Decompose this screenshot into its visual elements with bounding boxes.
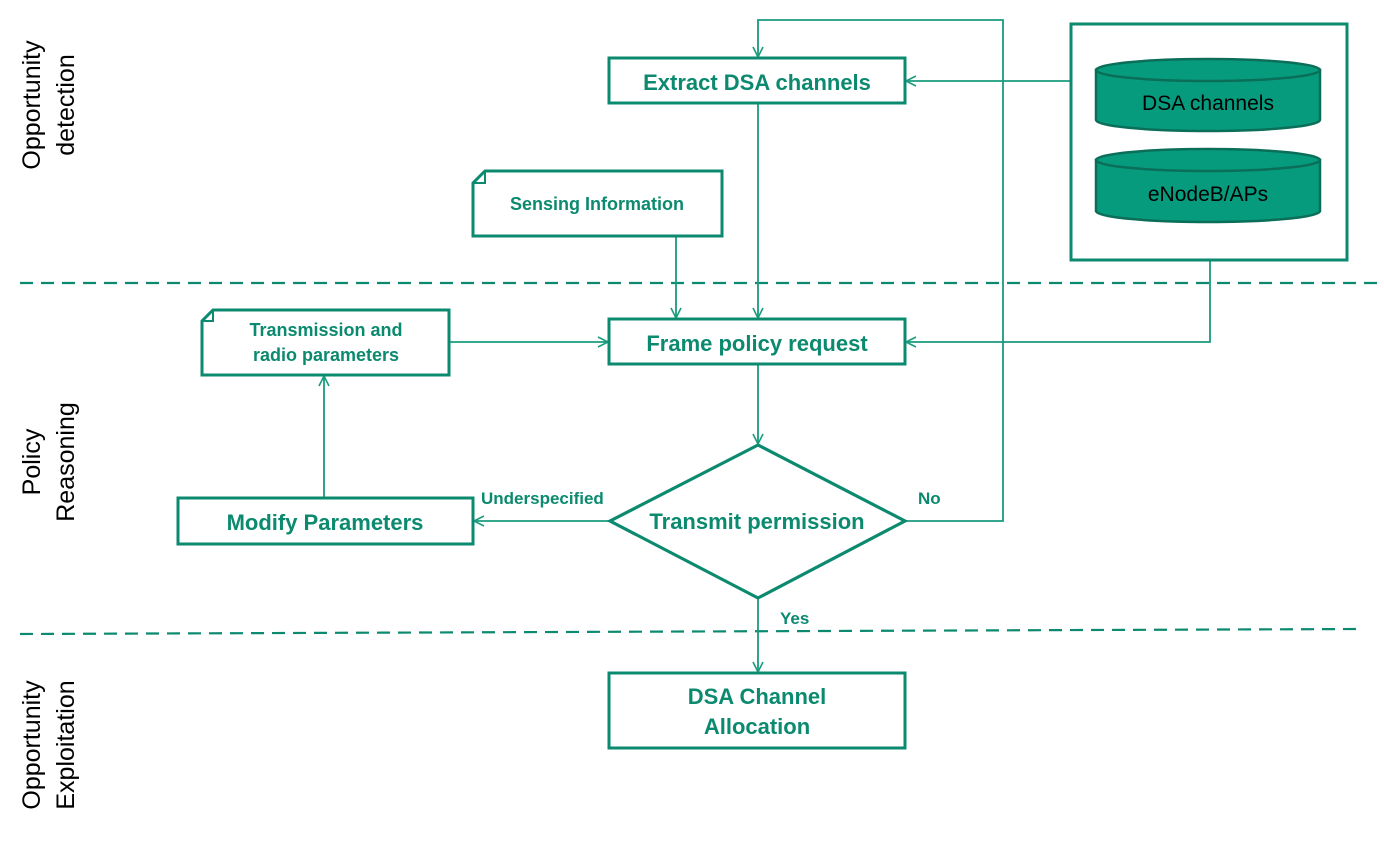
svg-text:Reasoning: Reasoning xyxy=(52,402,80,522)
node-frame-policy-request: Frame policy request xyxy=(607,317,907,366)
svg-text:Sensing Information: Sensing Information xyxy=(510,194,684,214)
database-dsa-channels: DSA channels xyxy=(1094,57,1322,133)
svg-text:Transmit permission: Transmit permission xyxy=(649,509,864,534)
lane-label-opportunity-detection: Opportunity detection xyxy=(18,40,80,170)
edge-label-underspecified: Underspecified xyxy=(481,489,604,508)
node-transmit-permission-decision: Transmit permission xyxy=(606,443,909,600)
lane-divider-bottom xyxy=(19,627,1361,636)
svg-text:Exploitation: Exploitation xyxy=(52,680,80,809)
svg-text:Modify Parameters: Modify Parameters xyxy=(227,510,424,535)
svg-text:eNodeB/APs: eNodeB/APs xyxy=(1148,183,1268,206)
svg-text:Opportunity: Opportunity xyxy=(18,680,46,810)
edge-label-yes: Yes xyxy=(780,609,809,628)
node-extract-dsa-channels: Extract DSA channels xyxy=(607,56,907,105)
database-enodeb-aps: eNodeB/APs xyxy=(1094,147,1322,224)
svg-text:detection: detection xyxy=(52,54,80,155)
node-dsa-channel-allocation: DSA Channel Allocation xyxy=(607,671,907,750)
svg-text:Transmission and: Transmission and xyxy=(249,320,402,340)
database-container: DSA channels eNodeB/APs xyxy=(1069,22,1349,262)
node-modify-parameters: Modify Parameters xyxy=(176,496,475,546)
node-transmission-parameters: Transmission and radio parameters xyxy=(200,308,451,377)
svg-text:Allocation: Allocation xyxy=(704,714,810,739)
svg-text:Opportunity: Opportunity xyxy=(18,40,46,170)
edge-db-to-frame xyxy=(906,260,1211,342)
svg-text:Policy: Policy xyxy=(18,428,46,495)
lane-label-policy-reasoning: Policy Reasoning xyxy=(18,402,80,522)
lane-label-opportunity-exploitation: Opportunity Exploitation xyxy=(18,680,80,810)
edge-label-no: No xyxy=(918,489,941,508)
svg-text:Extract DSA channels: Extract DSA channels xyxy=(643,70,871,95)
svg-text:DSA Channel: DSA Channel xyxy=(688,684,827,709)
edge-no-loop xyxy=(758,19,1004,522)
node-sensing-information: Sensing Information xyxy=(471,169,724,238)
svg-text:Frame policy request: Frame policy request xyxy=(646,331,868,356)
svg-text:radio parameters: radio parameters xyxy=(253,345,399,365)
svg-text:DSA channels: DSA channels xyxy=(1142,92,1274,115)
